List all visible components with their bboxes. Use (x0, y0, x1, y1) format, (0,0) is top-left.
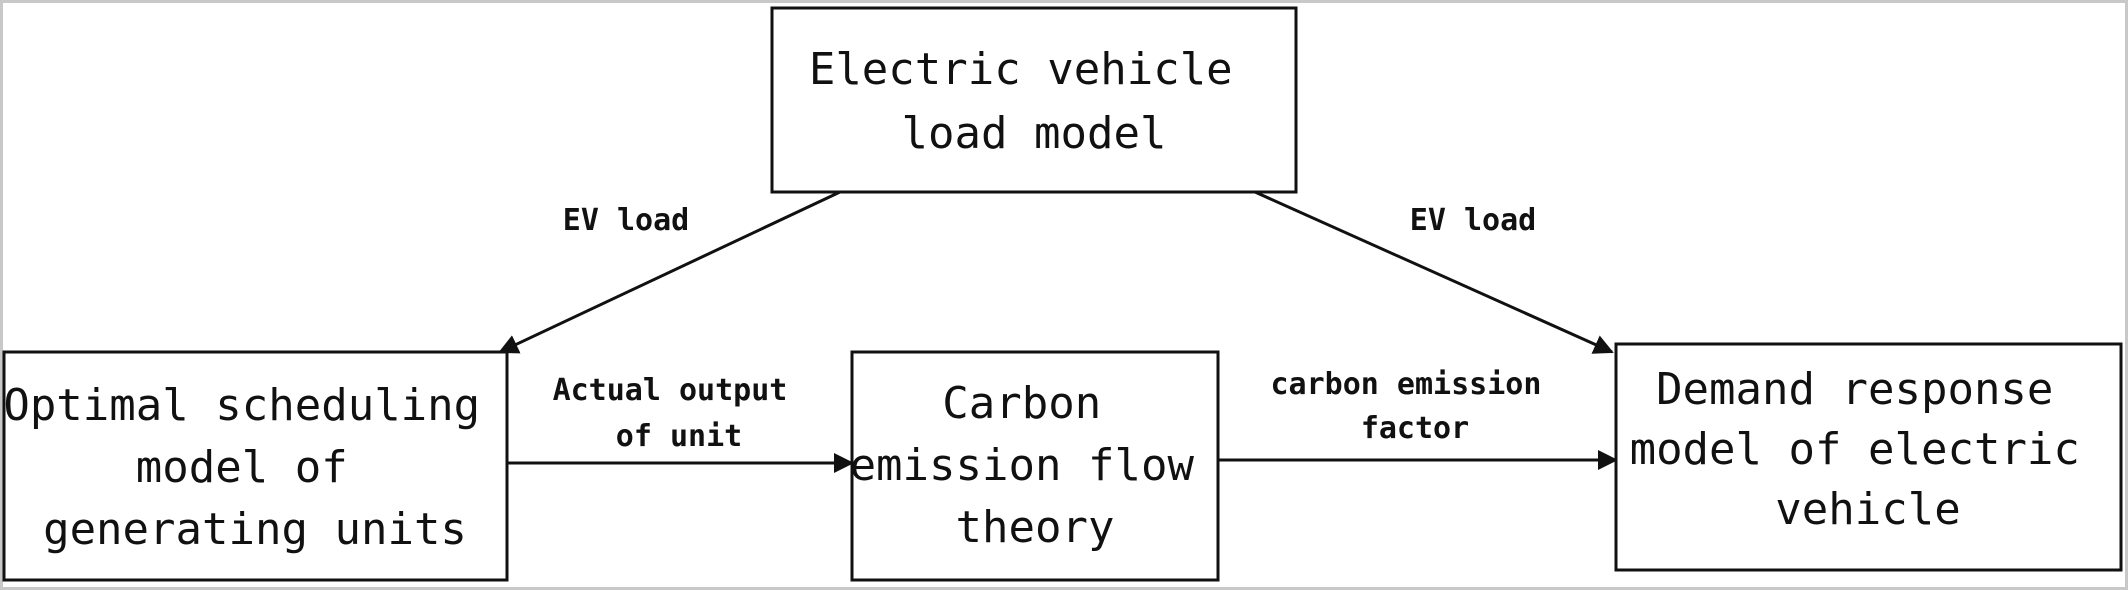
node-box (1614, 342, 2123, 572)
node-label: Carbon emission flow theory (850, 378, 1221, 553)
node-label-line: Electric vehicle (809, 44, 1233, 95)
node-label: Demand response model of electric vehicl… (1630, 364, 2107, 535)
edge-label-line: EV load (563, 203, 689, 238)
node-box (2, 350, 509, 582)
node-label: Electric vehicle load model (809, 44, 1259, 159)
edge-label-carbon-to-demand: carbon emission factor (1271, 367, 1560, 446)
node-label-line: Optimal scheduling (3, 380, 480, 431)
node-demand-response: Demand response model of electric vehicl… (1614, 342, 2123, 572)
node-label-line: Demand response (1656, 364, 2053, 415)
edge-label-line: carbon emission (1271, 367, 1542, 402)
node-label-line: model of electric (1630, 424, 2080, 475)
edge-label-line: EV load (1410, 203, 1536, 238)
node-box (850, 350, 1220, 582)
node-ev-load-model: Electric vehicle load model (770, 6, 1298, 194)
node-label-line: load model (902, 108, 1167, 159)
node-label-line: model of (136, 442, 348, 493)
node-label-line: vehicle (1775, 484, 1960, 535)
node-optimal-scheduling: Optimal scheduling model of generating u… (2, 350, 509, 582)
edge-label-scheduling-to-carbon: Actual output of unit (553, 373, 806, 454)
edge-label-line: of unit (616, 419, 742, 454)
edge-label-line: factor (1361, 411, 1469, 446)
node-label: Optimal scheduling model of generating u… (3, 380, 506, 555)
edge-ev-to-demand (1254, 190, 1614, 354)
node-box (770, 6, 1298, 194)
node-label-line: generating units (43, 504, 467, 555)
node-label-line: emission flow (850, 440, 1195, 491)
node-label-line: Carbon (942, 378, 1101, 429)
edge-label-line: Actual output (553, 373, 788, 408)
node-label-line: theory (956, 502, 1115, 553)
edge-label-ev-to-scheduling: EV load (563, 203, 689, 238)
edge-ev-to-scheduling (498, 190, 841, 354)
edge-label-ev-to-demand: EV load (1410, 203, 1536, 238)
node-carbon-emission-flow: Carbon emission flow theory (850, 350, 1221, 582)
